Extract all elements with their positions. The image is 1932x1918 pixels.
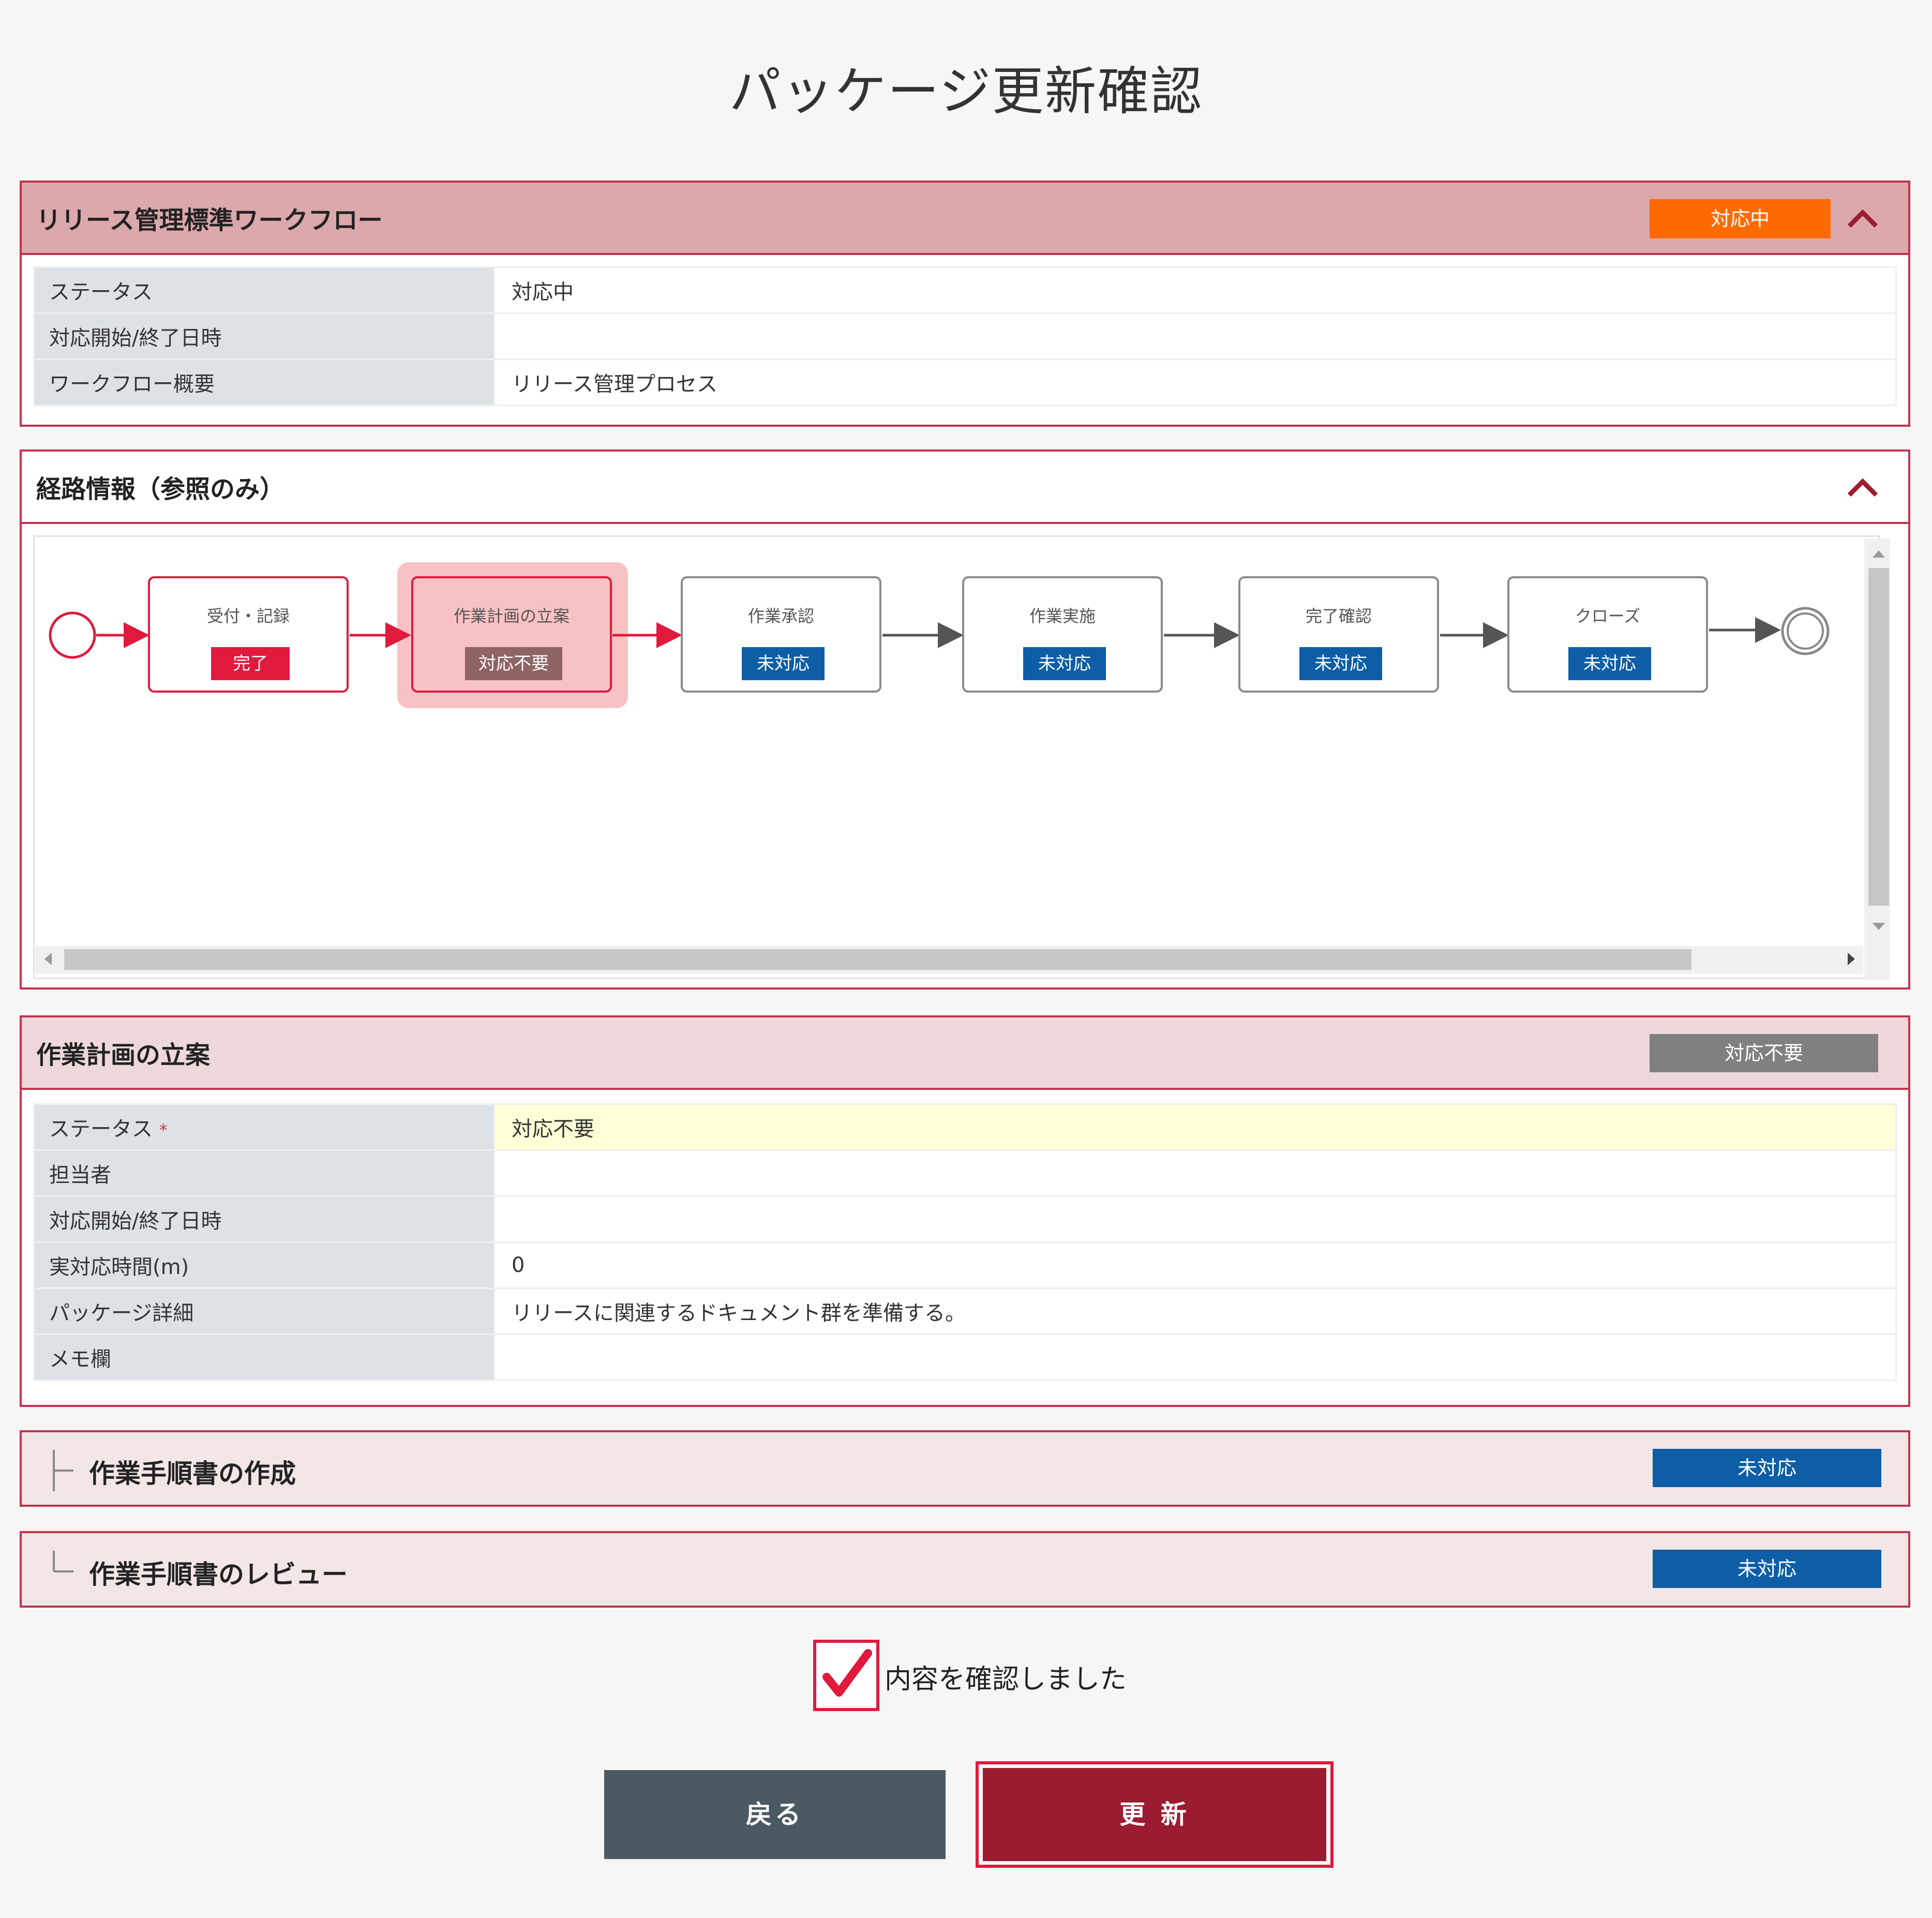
- flow-node[interactable]: 作業承認 未対応: [681, 576, 881, 693]
- status-badge: 対応不要: [1650, 1034, 1878, 1072]
- flow-node[interactable]: 完了確認 未対応: [1238, 576, 1439, 693]
- table-row: パッケージ詳細 リリースに関連するドキュメント群を準備する。: [33, 1287, 1897, 1335]
- field-label: ワークフロー概要: [33, 358, 495, 406]
- flow-node-label: 受付・記録: [206, 606, 290, 626]
- field-label: パッケージ詳細: [33, 1287, 495, 1335]
- field-label: メモ欄: [33, 1333, 495, 1381]
- table-row: メモ欄: [33, 1333, 1897, 1381]
- subtask-row[interactable]: 作業手順書の作成 未対応: [20, 1430, 1910, 1507]
- table-row: ステータス 対応中: [33, 266, 1897, 314]
- field-value: [493, 312, 1897, 360]
- workflow-panel-header[interactable]: リリース管理標準ワークフロー 対応中: [22, 183, 1908, 255]
- status-badge: 未対応: [1653, 1550, 1881, 1588]
- field-label: 対応開始/終了日時: [33, 312, 495, 360]
- route-panel: 経路情報（参照のみ）: [20, 449, 1910, 990]
- update-button-frame: [976, 1761, 1334, 1868]
- tree-end-icon: [53, 1551, 73, 1572]
- collapse-chevron-icon[interactable]: [1847, 472, 1878, 503]
- status-select[interactable]: 対応不要: [493, 1103, 1897, 1151]
- task-info-table: ステータス * 対応不要 担当者 対応開始/終了日時 実対応時間(m) 0 パッ…: [33, 1103, 1897, 1381]
- subtask-row[interactable]: 作業手順書のレビュー 未対応: [20, 1531, 1910, 1608]
- field-value: [493, 1333, 1897, 1381]
- scroll-down-arrow-icon[interactable]: [1870, 921, 1887, 933]
- scroll-right-arrow-icon[interactable]: [1846, 951, 1858, 967]
- flow-node-label: 完了確認: [1305, 606, 1372, 626]
- field-label: 実対応時間(m): [33, 1241, 495, 1289]
- route-panel-title: 経路情報（参照のみ）: [36, 475, 285, 504]
- horizontal-scrollbar-thumb[interactable]: [64, 949, 1691, 970]
- flow-node-label: クローズ: [1575, 606, 1641, 626]
- flow-node-status: 未対応: [1568, 647, 1651, 680]
- task-panel-header[interactable]: 作業計画の立案 対応不要: [22, 1017, 1908, 1090]
- subtask-label: 作業手順書のレビュー: [89, 1560, 348, 1590]
- field-value: [493, 1149, 1897, 1197]
- field-label-text: ステータス: [49, 1117, 153, 1141]
- confirm-checkbox[interactable]: [813, 1640, 879, 1711]
- flow-node-label: 作業承認: [747, 606, 814, 626]
- required-mark: *: [159, 1120, 168, 1140]
- checkmark-icon: [822, 1649, 872, 1697]
- flow-node[interactable]: 作業実施 未対応: [962, 576, 1163, 693]
- scroll-left-arrow-icon[interactable]: [41, 951, 54, 967]
- confirm-label[interactable]: 内容を確認しました: [885, 1664, 1127, 1695]
- route-panel-header[interactable]: 経路情報（参照のみ）: [22, 452, 1908, 524]
- back-button[interactable]: 戻る: [604, 1770, 946, 1859]
- flow-node-status: 未対応: [742, 647, 825, 680]
- page-title: パッケージ更新確認: [729, 61, 1203, 122]
- flow-node-status: 未対応: [1299, 647, 1382, 680]
- collapse-chevron-icon[interactable]: [1847, 203, 1878, 234]
- field-label: ステータス: [33, 266, 495, 314]
- table-row: ステータス * 対応不要: [33, 1103, 1897, 1151]
- subtask-label: 作業手順書の作成: [89, 1459, 296, 1489]
- workflow-info-table: ステータス 対応中 対応開始/終了日時 ワークフロー概要 リリース管理プロセス: [33, 266, 1897, 406]
- table-row: 対応開始/終了日時: [33, 1195, 1897, 1243]
- workflow-panel-title: リリース管理標準ワークフロー: [36, 206, 383, 235]
- flow-node[interactable]: 受付・記録 完了: [148, 576, 349, 693]
- field-value: [493, 1195, 1897, 1243]
- field-label: 担当者: [33, 1149, 495, 1197]
- flow-node-current[interactable]: 作業計画の立案 対応不要: [411, 576, 612, 693]
- flow-node-label: 作業実施: [1029, 606, 1096, 626]
- field-label: 対応開始/終了日時: [33, 1195, 495, 1243]
- table-row: 対応開始/終了日時: [33, 312, 1897, 360]
- end-node-icon: [1781, 607, 1830, 655]
- table-row: 実対応時間(m) 0: [33, 1241, 1897, 1289]
- task-panel: 作業計画の立案 対応不要 ステータス * 対応不要 担当者 対応開始/終了日時 …: [20, 1015, 1910, 1407]
- table-row: 担当者: [33, 1149, 1897, 1197]
- status-badge: 対応中: [1650, 199, 1831, 238]
- start-node-icon: [49, 611, 96, 659]
- flow-node-status: 対応不要: [465, 647, 562, 680]
- field-value: 0: [493, 1241, 1897, 1289]
- field-value: リリース管理プロセス: [493, 358, 1897, 406]
- field-value: リリースに関連するドキュメント群を準備する。: [493, 1287, 1897, 1335]
- scroll-up-arrow-icon[interactable]: [1870, 547, 1887, 560]
- update-button[interactable]: 更 新: [983, 1768, 1326, 1861]
- flow-node-status: 完了: [211, 647, 290, 680]
- flow-node-label: 作業計画の立案: [453, 606, 570, 626]
- field-value: 対応中: [493, 266, 1897, 314]
- status-badge: 未対応: [1653, 1449, 1881, 1487]
- task-panel-title: 作業計画の立案: [36, 1041, 211, 1070]
- table-row: ワークフロー概要 リリース管理プロセス: [33, 358, 1897, 406]
- flow-node[interactable]: クローズ 未対応: [1507, 576, 1708, 693]
- field-label: ステータス *: [33, 1103, 495, 1151]
- workflow-panel: リリース管理標準ワークフロー 対応中 ステータス 対応中 対応開始/終了日時 ワ…: [20, 181, 1910, 427]
- flow-node-status: 未対応: [1023, 647, 1106, 680]
- vertical-scrollbar-thumb[interactable]: [1868, 568, 1889, 906]
- tree-branch-icon: [53, 1450, 73, 1491]
- flow-arrows: [96, 617, 1781, 648]
